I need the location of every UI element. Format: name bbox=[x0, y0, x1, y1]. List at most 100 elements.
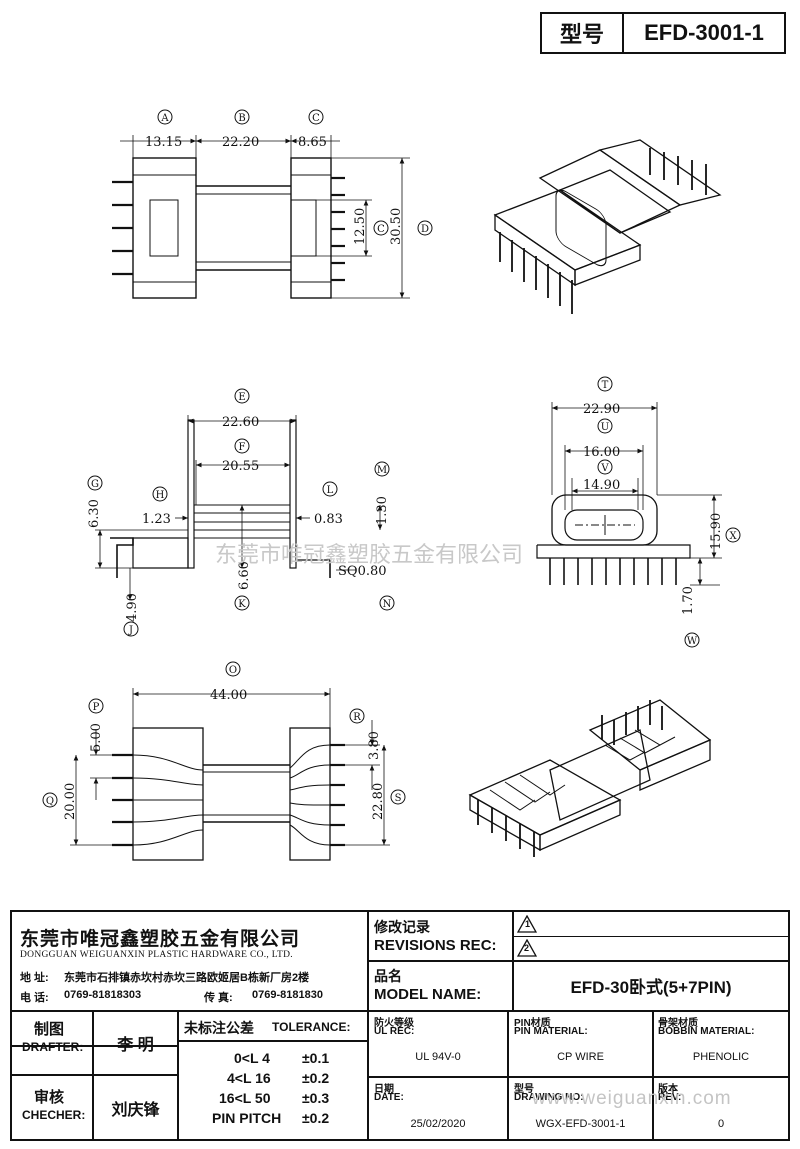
pin-title-en: PIN MATERIAL: bbox=[514, 1026, 588, 1037]
tol-range-3: 16<L 50 bbox=[219, 1090, 271, 1106]
marker-p: P bbox=[93, 702, 100, 713]
marker-v: V bbox=[600, 463, 609, 474]
rev1-triangle-icon bbox=[516, 914, 538, 938]
marker-r: R bbox=[353, 712, 361, 723]
marker-u: U bbox=[601, 422, 609, 433]
pin-title: PIN材质 bbox=[514, 1018, 551, 1029]
isometric-view-2 bbox=[468, 699, 712, 857]
rev-title-en: REV: bbox=[658, 1092, 682, 1103]
marker-a: A bbox=[160, 113, 169, 124]
marker-x: X bbox=[729, 531, 737, 542]
end-view bbox=[536, 402, 722, 586]
rev2-label: 2 bbox=[524, 943, 530, 953]
dim-n: SQ0.80 bbox=[338, 564, 387, 579]
ul-title: 防火等级 bbox=[374, 1018, 414, 1029]
bobbin-value: PHENOLIC bbox=[692, 1051, 750, 1063]
dwg-title-en: DRAWING NO: bbox=[514, 1092, 584, 1103]
date-value: 25/02/2020 bbox=[410, 1118, 466, 1130]
bobbin-title: 骨架材质 bbox=[658, 1018, 698, 1029]
marker-t: T bbox=[602, 380, 609, 391]
technical-drawing: 13.15 22.20 8.65 30.50 12.50 22.60 20.55… bbox=[42, 109, 741, 861]
drafter-title-en: DRAFTER: bbox=[22, 1040, 84, 1054]
phone-label: 电 话: bbox=[20, 992, 49, 1004]
model-header: 型号 EFD-3001-1 bbox=[540, 12, 786, 54]
marker-k: K bbox=[238, 599, 246, 610]
pin-value: CP WIRE bbox=[557, 1051, 604, 1063]
address-label: 地 址: bbox=[20, 972, 49, 984]
dwg-value: WGX-EFD-3001-1 bbox=[535, 1118, 626, 1130]
dwg-title: 型号 bbox=[514, 1084, 534, 1095]
dim-a: 13.15 bbox=[145, 135, 182, 150]
drafter-name: 李 明 bbox=[117, 1037, 154, 1054]
marker-q: Q bbox=[46, 796, 54, 807]
tol-value-2: ±0.2 bbox=[302, 1070, 330, 1086]
front-view bbox=[112, 135, 410, 299]
rev2-triangle-icon bbox=[516, 938, 538, 962]
model-key: 型号 bbox=[542, 14, 624, 52]
tol-value-1: ±0.1 bbox=[302, 1050, 330, 1066]
fax-label: 传 真: bbox=[204, 992, 233, 1004]
dim-r: 3.80 bbox=[367, 731, 382, 760]
marker-m: M bbox=[377, 465, 387, 476]
dim-c: 8.65 bbox=[298, 135, 327, 150]
dim-q: 20.00 bbox=[63, 783, 78, 820]
address: 东莞市石排镇赤坎村赤坎三路欧姬居B栋新厂房2楼 bbox=[64, 972, 310, 984]
marker-h: H bbox=[156, 490, 165, 501]
tol-range-4: PIN PITCH bbox=[212, 1110, 282, 1126]
date-title-en: DATE: bbox=[374, 1092, 404, 1103]
dim-o: 44.00 bbox=[210, 688, 247, 703]
revisions-title-en: REVISIONS REC: bbox=[374, 937, 497, 954]
rev-title: 版本 bbox=[658, 1084, 678, 1095]
marker-c: C bbox=[312, 113, 320, 124]
dim-s: 22.80 bbox=[371, 783, 386, 820]
marker-b: B bbox=[238, 113, 245, 124]
dim-w: 1.70 bbox=[681, 586, 696, 615]
dim-k: 6.60 bbox=[237, 561, 252, 590]
tolerance-title-en: TOLERANCE: bbox=[272, 1020, 351, 1034]
company-name: 东莞市唯冠鑫塑胶五金有限公司 bbox=[20, 929, 301, 950]
dim-c2: 12.50 bbox=[353, 208, 368, 245]
dim-f: 20.55 bbox=[222, 459, 259, 474]
watermark-text: 东莞市唯冠鑫塑胶五金有限公司 bbox=[215, 543, 523, 568]
marker-j: J bbox=[128, 625, 133, 636]
dim-p: 5.00 bbox=[89, 723, 104, 752]
tol-value-4: ±0.2 bbox=[302, 1110, 330, 1126]
model-value: EFD-30卧式(5+7PIN) bbox=[570, 978, 732, 997]
marker-o: O bbox=[229, 665, 237, 676]
dim-i: 0.83 bbox=[314, 512, 343, 527]
drafter-title: 制图 bbox=[34, 1021, 65, 1038]
ul-value: UL 94V-0 bbox=[415, 1051, 461, 1063]
ul-title-en: UL REC: bbox=[374, 1026, 415, 1037]
phone: 0769-81818303 bbox=[64, 989, 142, 1001]
model-title-en: MODEL NAME: bbox=[374, 986, 482, 1003]
rev-value: 0 bbox=[717, 1118, 725, 1130]
revisions-title: 修改记录 bbox=[374, 919, 430, 935]
marker-s: S bbox=[395, 793, 402, 804]
side-view bbox=[95, 415, 383, 600]
dim-x: 15.90 bbox=[709, 513, 724, 550]
isometric-view-1 bbox=[493, 139, 722, 314]
marker-d: D bbox=[421, 224, 429, 235]
dim-v: 14.90 bbox=[583, 478, 620, 493]
fax: 0769-8181830 bbox=[252, 989, 323, 1001]
bobbin-title-en: BOBBIN MATERIAL: bbox=[658, 1026, 755, 1037]
marker-w: W bbox=[687, 636, 698, 647]
marker-e: E bbox=[238, 392, 245, 403]
dim-j: 4.90 bbox=[125, 593, 140, 622]
checker-title: 审核 bbox=[34, 1089, 65, 1106]
tol-range-2: 4<L 16 bbox=[227, 1070, 271, 1086]
dim-m: 1.30 bbox=[375, 496, 390, 525]
dim-u: 16.00 bbox=[583, 445, 620, 460]
watermark-url: www.weiguanxin.com bbox=[532, 1088, 732, 1109]
checker-title-en: CHECHER: bbox=[22, 1108, 86, 1122]
marker-n: N bbox=[383, 599, 392, 610]
dim-d: 30.50 bbox=[389, 208, 404, 245]
rev1-label: 1 bbox=[525, 919, 531, 929]
tol-range-1: 0<L 4 bbox=[234, 1050, 270, 1066]
checker-name: 刘庆锋 bbox=[111, 1101, 160, 1119]
title-block: 东莞市唯冠鑫塑胶五金有限公司 DONGGUAN WEIGUANXIN PLAST… bbox=[10, 910, 790, 1141]
model-title: 品名 bbox=[374, 968, 402, 984]
bottom-view bbox=[70, 688, 390, 861]
marker-g: G bbox=[91, 479, 99, 490]
dim-g: 6.30 bbox=[87, 499, 102, 528]
